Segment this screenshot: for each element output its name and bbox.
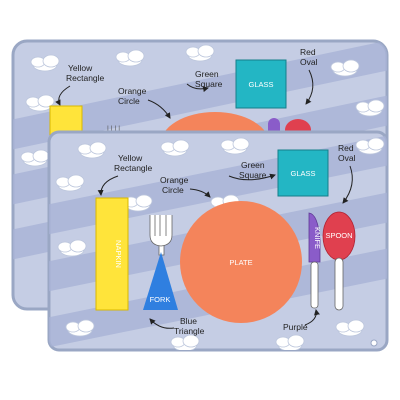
back-green-arrow [186, 83, 209, 93]
plate-label: PLATE [229, 258, 252, 267]
back-orange-circle-label-1: Orange [118, 86, 147, 96]
front-orange-circle-label-2: Circle [162, 185, 184, 195]
back-fork-tines: | | | | [107, 126, 120, 133]
front-yellow-rectangle-label-2: Rectangle [114, 163, 153, 173]
back-green-square-label-1: Green [195, 69, 219, 79]
knife: KNIFE [308, 212, 322, 309]
front-orange-circle-label-1: Orange [160, 175, 189, 185]
front-blue-arrow [149, 318, 175, 329]
knife-label: KNIFE [313, 227, 322, 249]
front-placemat: Yellow Rectangle Orange Circle Green Squ… [47, 130, 389, 352]
glass-square [277, 149, 329, 197]
back-red-oval-label-2: Oval [300, 57, 318, 67]
front-red-arrow [342, 165, 353, 204]
back-orange-circle-label-2: Circle [118, 96, 140, 106]
front-red-oval-label-2: Oval [338, 153, 356, 163]
spoon: SPOON [322, 211, 356, 311]
front-red-oval-label-1: Red [338, 143, 354, 153]
front-blue-triangle-label-2: Triangle [174, 326, 205, 336]
fork-label: FORK [150, 295, 171, 304]
back-yellow-rectangle-label-2: Rectangle [66, 73, 105, 83]
fork: FORK [143, 215, 178, 310]
glass-label: GLASS [290, 169, 315, 178]
front-orange-arrow [189, 188, 211, 198]
front-purple-arrow [304, 309, 320, 326]
back-yellow-arrow [55, 85, 71, 106]
back-red-oval-label-1: Red [300, 47, 316, 57]
plate-circle [180, 201, 302, 323]
napkin-label: NAPKIN [114, 240, 123, 268]
back-orange-arrow [147, 99, 171, 119]
front-yellow-arrow [97, 175, 119, 196]
front-purple-label: Purple [283, 322, 308, 332]
front-yellow-rectangle-label-1: Yellow [118, 153, 143, 163]
front-green-arrow [228, 173, 276, 181]
front-green-square-label-1: Green [241, 160, 265, 170]
back-green-square-label-2: Square [195, 79, 223, 89]
back-yellow-rectangle-label-1: Yellow [68, 63, 93, 73]
back-red-arrow [305, 69, 314, 105]
spoon-label: SPOON [325, 231, 352, 240]
front-blue-triangle-label-1: Blue [180, 316, 197, 326]
front-green-square-label-2: Square [239, 170, 267, 180]
fork-triangle [143, 252, 178, 310]
front-mat-hang-hole [370, 339, 378, 347]
back-glass-label: GLASS [248, 80, 273, 89]
back-glass-square [235, 59, 287, 109]
napkin-rectangle [95, 197, 129, 311]
